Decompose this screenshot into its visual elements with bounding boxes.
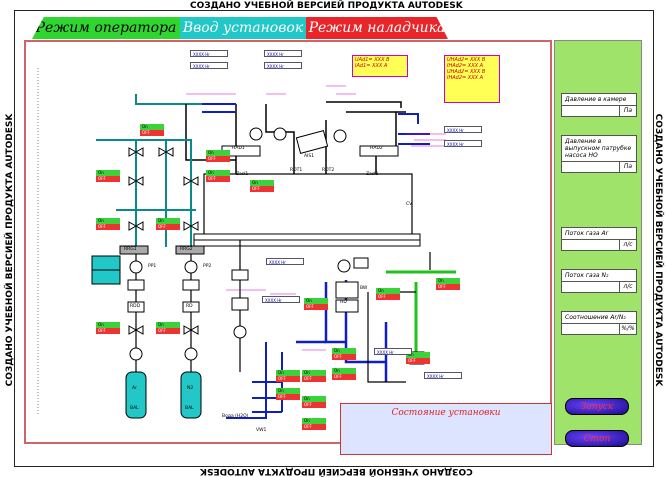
value-box: XXXX Hr [444, 126, 482, 133]
label-bal: BAL [185, 406, 194, 411]
readout-left: UAd1= XXX B IAd1= XXX A [352, 55, 408, 77]
label-rd: RD [186, 304, 193, 309]
had2-block [359, 145, 399, 157]
label-pp1: PP1 [148, 264, 157, 269]
status-panel: Состояние установки [340, 403, 552, 455]
label-had2: HAD2 [370, 146, 383, 151]
flow-ar-box: Поток газа Ar л/с [561, 227, 637, 251]
pressure-exhaust-box: Давление в выпускном патрубке насоса НО … [561, 135, 637, 173]
ar-bottle [125, 371, 147, 419]
label-vw1: VW1 [256, 428, 267, 433]
flow-n2-box: Поток газа N₂ л/с [561, 269, 637, 293]
watermark-left: СОЗДАНО УЧЕБНОЙ ВЕРСИЕЙ ПРОДУКТА AUTODES… [5, 113, 15, 387]
label-n2: N2 [187, 386, 194, 391]
value-box: XXXX Hr [190, 62, 228, 69]
start-button[interactable]: Запуск [565, 398, 629, 415]
tab-input-settings[interactable]: Ввод установок [180, 17, 306, 39]
vacuum-chamber [203, 173, 413, 237]
pressure-chamber-box: Давление в камере Па [561, 93, 637, 117]
status-title: Состояние установки [391, 408, 501, 418]
label-rdd: RDD [130, 304, 141, 309]
label-had1: HAD1 [232, 146, 245, 151]
watermark-top: СОЗДАНО УЧЕБНОЙ ВЕРСИЕЙ ПРОДУКТА AUTODES… [190, 1, 463, 11]
label-water: Вода (H2O) [222, 414, 249, 419]
ratio-box: Соотношение Ar/N₂ %/% [561, 311, 637, 335]
label-bal: BAL [130, 406, 139, 411]
value-box: XXXX Hr [190, 50, 228, 57]
ais1-block [295, 130, 329, 154]
value-box: XXXX Hr [266, 258, 304, 265]
label-hd: HD [340, 300, 347, 305]
watermark-right: СОЗДАНО УЧЕБНОЙ ВЕРСИЕЙ ПРОДУКТА AUTODES… [653, 113, 663, 387]
value-box: XXXX Hr [424, 372, 462, 379]
label-rrg1: RRG1 [124, 247, 137, 252]
tab-adjuster-mode[interactable]: Режим наладчика [306, 17, 448, 39]
label-ar: Ar [132, 386, 137, 391]
right-panel: Давление в камере Па Давление в выпускно… [554, 40, 642, 445]
n2-bottle [180, 371, 202, 419]
value-box: XXXX Hr [262, 296, 300, 303]
label-cv: CV [406, 202, 413, 207]
stop-button[interactable]: Стоп [565, 430, 629, 447]
label-ais1: AIS1 [304, 154, 315, 159]
readout-right: UHAd2= XXX B IHAd2= XXX A UHAd2= XXX B I… [444, 55, 500, 103]
value-box: XXXX Hr [264, 50, 302, 57]
label-rrg2: RRG2 [180, 247, 193, 252]
label-zasl2: Zasl2 [366, 172, 379, 177]
label-rot2: ROT2 [322, 168, 335, 173]
label-pp2: PP2 [203, 264, 212, 269]
value-box: XXXX Hr [444, 140, 482, 147]
value-box: XXXX Hr [374, 348, 412, 355]
watermark-bottom: СОЗДАНО УЧЕБНОЙ ВЕРСИЕЙ ПРОДУКТА AUTODES… [200, 466, 473, 476]
label-bw: BW [360, 286, 368, 291]
value-box: XXXX Hr [264, 62, 302, 69]
label-zasl1: Zasl1 [236, 172, 249, 177]
label-rot1: ROT1 [290, 168, 303, 173]
tab-operator-mode[interactable]: Режим оператора [32, 17, 180, 39]
